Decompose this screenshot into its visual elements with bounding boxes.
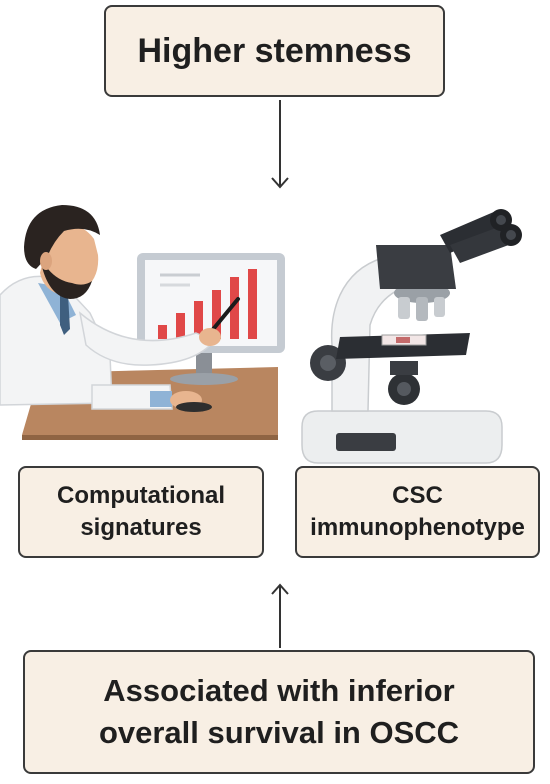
microscope-illustration [301, 209, 522, 464]
survival-conclusion-line-2: overall survival in OSCC [98, 715, 460, 750]
microscope-stage [336, 333, 470, 359]
arrow-down-icon [271, 100, 289, 189]
arrow-up-icon [271, 583, 289, 648]
microscope-base [301, 410, 503, 464]
microscope-arm [330, 254, 419, 412]
computational-signatures-box: Computational signatures [18, 466, 264, 558]
computational-signatures-line-2: signatures [80, 514, 202, 541]
survival-conclusion-box: Associated with inferior overall surviva… [23, 650, 535, 774]
top-outcome-text: Higher stemness [137, 31, 412, 70]
csc-immunophenotype-box: CSC immunophenotype [295, 466, 540, 558]
csc-immunophenotype-line-2: immunophenotype [310, 514, 525, 541]
survival-conclusion-line-1: Associated with inferior [103, 673, 455, 708]
csc-immunophenotype-line-1: CSC [392, 482, 443, 509]
screen-bar-chart [158, 269, 257, 339]
microscope-head [376, 245, 456, 289]
top-outcome-box: Higher stemness [104, 5, 445, 97]
computational-signatures-line-1: Computational [57, 482, 225, 509]
scientist-computer-illustration [0, 205, 285, 440]
